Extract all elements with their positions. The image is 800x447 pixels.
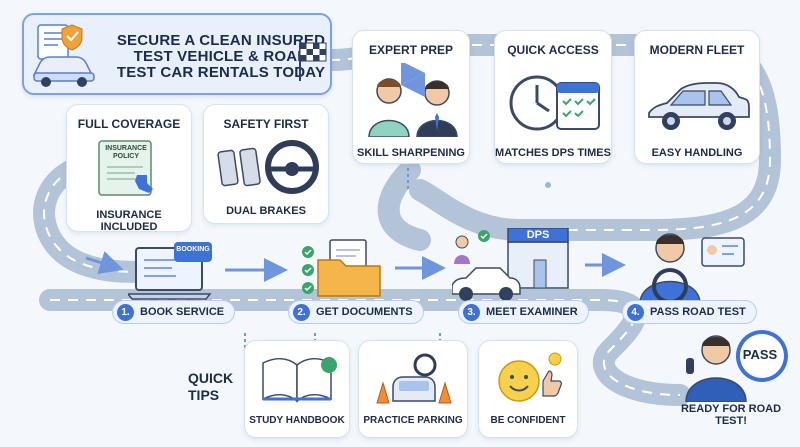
step-label: Pass Road Test bbox=[650, 306, 746, 318]
feature-title: Quick Access bbox=[507, 43, 599, 57]
step-label: Book Service bbox=[140, 306, 225, 318]
step-number: 1. bbox=[117, 303, 134, 321]
tip-label: Practice Parking bbox=[363, 415, 463, 426]
feature-caption: Dual Brakes bbox=[226, 205, 306, 217]
feature-title: Modern Fleet bbox=[649, 43, 745, 57]
tip-card-practice-parking: Practice Parking bbox=[358, 340, 468, 438]
step-pill-2: 2. Get Documents bbox=[288, 300, 424, 324]
feature-caption: Matches DPS Times bbox=[495, 147, 611, 159]
step-number: 3. bbox=[463, 303, 480, 321]
quick-tips-heading: Quick Tips bbox=[188, 370, 234, 403]
clock-calendar-icon bbox=[509, 75, 600, 131]
feature-card-quick-access: Quick Access Matches DPS Times bbox=[494, 30, 612, 164]
pedals-steering-wheel-icon bbox=[217, 140, 319, 194]
feature-card-full-coverage: Full Coverage INSURANCE POLICY Insurance… bbox=[66, 104, 192, 233]
step-number: 4. bbox=[627, 303, 644, 321]
feature-card-modern-fleet: Modern Fleet Easy Handling bbox=[634, 30, 760, 164]
feature-title: Safety First bbox=[223, 117, 309, 131]
policy-text: INSURANCE POLICY bbox=[105, 145, 147, 160]
tip-card-study-handbook: Study Handbook bbox=[244, 340, 350, 438]
feature-caption: Skill Sharpening bbox=[357, 147, 465, 159]
feature-card-expert-prep: Expert Prep Skill Sharpening bbox=[352, 30, 470, 164]
step-label: Meet Examiner bbox=[486, 306, 578, 318]
dps-building-car-icon bbox=[452, 228, 569, 301]
parking-cones-icon bbox=[376, 353, 452, 404]
smiley-thumbs-up-icon bbox=[498, 352, 562, 402]
step-label: Get Documents bbox=[316, 306, 413, 318]
driver-license-icon bbox=[639, 233, 745, 304]
documents-folder-icon bbox=[302, 239, 381, 297]
step-pill-1: 1. Book Service bbox=[112, 300, 236, 324]
tip-label: Study Handbook bbox=[249, 415, 345, 426]
checkered-flag-icon bbox=[299, 42, 327, 81]
instructor-student-icon bbox=[368, 63, 458, 137]
finish-caption: Ready for Road Test! bbox=[680, 403, 782, 427]
step-pill-4: 4. Pass Road Test bbox=[622, 300, 757, 324]
pass-badge: PASS bbox=[742, 347, 778, 362]
step-number: 2. bbox=[293, 303, 310, 321]
feature-caption: Easy Handling bbox=[651, 147, 743, 159]
title-banner: Secure a clean insured test vehicle & ro… bbox=[22, 13, 332, 95]
tip-card-be-confident: Be Confident bbox=[478, 340, 578, 438]
page-title: Secure a clean insured test vehicle & ro… bbox=[116, 32, 326, 81]
feature-title: Full Coverage bbox=[77, 117, 181, 131]
feature-card-safety-first: Safety First Dual Brakes bbox=[203, 104, 329, 224]
car-document-icon bbox=[32, 24, 95, 87]
feature-caption: Insurance Included bbox=[96, 209, 162, 233]
tip-label: Be Confident bbox=[490, 415, 566, 426]
sedan-car-icon bbox=[648, 82, 750, 130]
laptop-booking-icon bbox=[128, 242, 212, 300]
booking-screen-text: BOOKING bbox=[176, 246, 210, 253]
open-book-icon bbox=[262, 357, 337, 403]
feature-title: Expert Prep bbox=[368, 43, 454, 57]
dps-sign-text: DPS bbox=[526, 229, 550, 241]
step-pill-3: 3. Meet Examiner bbox=[458, 300, 589, 324]
insurance-policy-icon bbox=[98, 140, 153, 196]
instructor-pass-icon bbox=[685, 330, 788, 402]
